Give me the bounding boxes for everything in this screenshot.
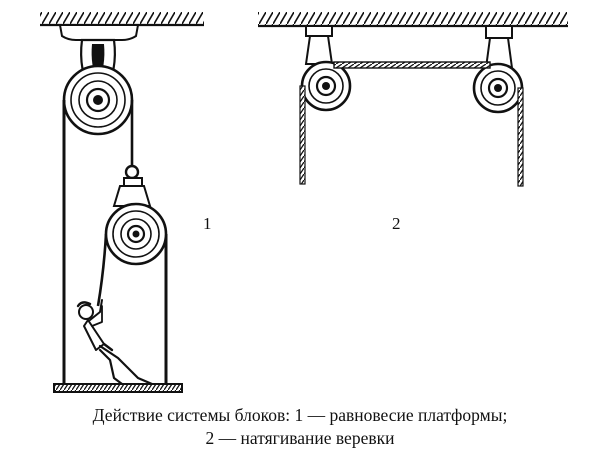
person-pulling-rope	[76, 299, 154, 386]
figure-caption: Действие системы блоков: 1 — равновесие …	[0, 404, 600, 450]
ceiling-1	[40, 12, 204, 27]
ceiling-2	[258, 12, 568, 28]
left-pulley	[300, 25, 352, 112]
caption-line-1: Действие системы блоков: 1 — равновесие …	[92, 405, 508, 425]
right-pulley	[472, 25, 524, 114]
platform	[53, 383, 183, 393]
label-system-2: 2	[392, 214, 401, 233]
pulley-system-1	[40, 12, 204, 393]
ropes-2	[299, 61, 524, 187]
pulley-system-2	[258, 12, 568, 187]
ropes-1	[62, 100, 168, 386]
hook	[124, 164, 140, 180]
label-system-1: 1	[203, 214, 212, 233]
caption-line-2: 2 — натягивание веревки	[205, 428, 395, 448]
movable-pulley	[104, 177, 168, 266]
fixed-pulley	[62, 64, 134, 136]
